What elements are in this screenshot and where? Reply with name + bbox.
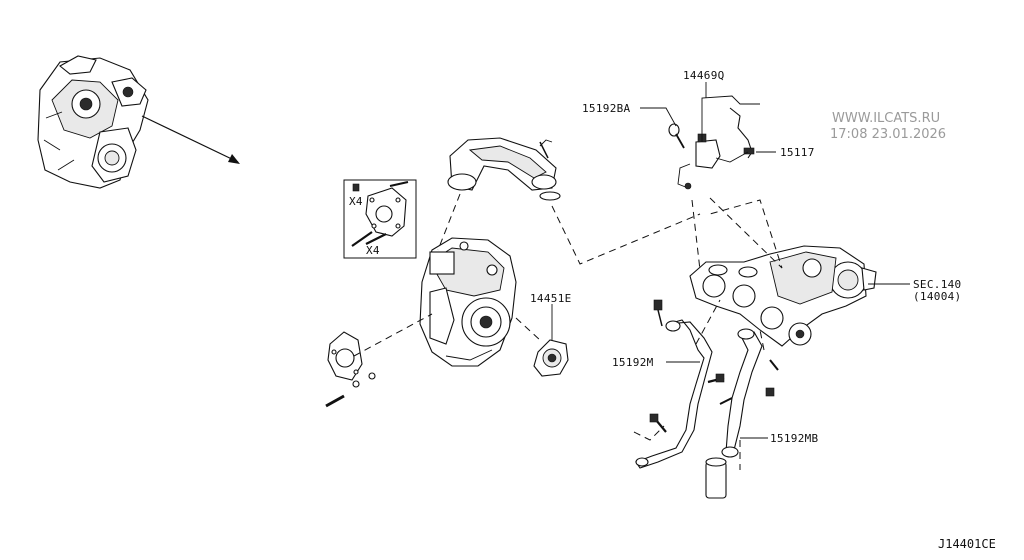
watermark-datetime: 17:08 23.01.2026 bbox=[830, 127, 946, 142]
direction-arrow bbox=[141, 115, 240, 164]
intake-pipe bbox=[447, 137, 561, 201]
engine-overview-illustration bbox=[37, 55, 149, 189]
qty-nuts-label: X4 bbox=[349, 195, 363, 208]
gasket-14451E bbox=[533, 339, 569, 377]
exhaust-manifold-turbo bbox=[689, 245, 877, 347]
label-15192MB: 15192MB bbox=[770, 432, 819, 445]
gasket-kit-box bbox=[343, 179, 417, 259]
leader-lines bbox=[551, 82, 910, 439]
label-15192BA: 15192BA bbox=[582, 102, 631, 115]
left-gasket bbox=[325, 331, 376, 408]
watermark-site: WWW.ILCATS.RU bbox=[832, 111, 940, 126]
vacuum-pump-assembly bbox=[419, 237, 517, 367]
assembly-dashed-lines bbox=[353, 193, 783, 470]
diagram-code: J14401CE bbox=[938, 537, 996, 551]
label-14469Q: 14469Q bbox=[683, 69, 725, 82]
label-14451E: 14451E bbox=[530, 292, 572, 305]
solenoid-valve-14469Q bbox=[677, 95, 760, 190]
label-sec-140: SEC.140 bbox=[913, 278, 961, 291]
label-sec-140-sub: (14004) bbox=[913, 290, 961, 303]
qty-studs-label: X4 bbox=[366, 244, 380, 257]
nut-15192BA bbox=[668, 123, 685, 149]
label-15192M: 15192M bbox=[612, 356, 654, 369]
label-15117: 15117 bbox=[780, 146, 815, 159]
oil-tube-15192M bbox=[635, 299, 725, 469]
return-tube-15192MB bbox=[705, 328, 779, 499]
